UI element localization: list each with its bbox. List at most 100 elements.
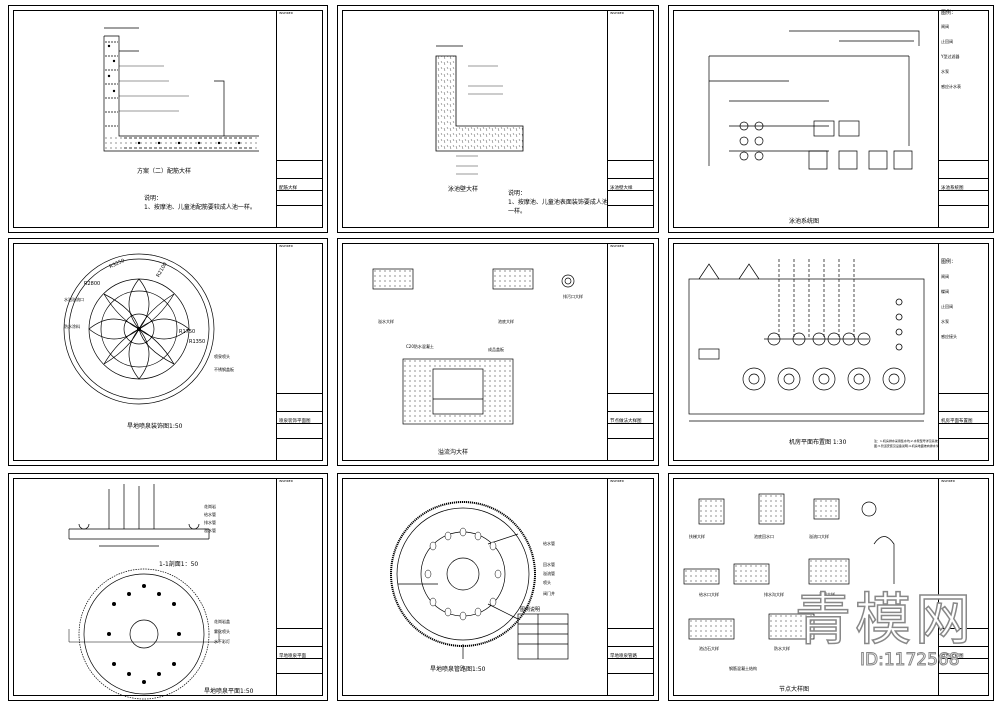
label-coping: 池边石大样: [699, 646, 719, 651]
label-waterproof: 防水涂料: [64, 324, 80, 329]
sheet-border: [13, 243, 323, 461]
label-cover: 不锈钢盖板: [214, 367, 234, 372]
tb-drawing-name: 泳池壁大样: [610, 186, 633, 191]
fountain-decoration-plan: [63, 253, 215, 405]
fountain-section-and-plan: [68, 484, 220, 700]
legend-item-5: 感应计水表: [941, 84, 961, 89]
legend-item-4: 水泵: [941, 319, 949, 324]
pool-wall-section: [435, 45, 524, 175]
label-r1350: R1350: [189, 339, 206, 345]
title-block: INSPIRED 节点做法大样图: [607, 243, 654, 461]
label-mist-nozzle: 雾化喷头: [214, 629, 230, 634]
drawing-title: 旱地喷泉平面1:50: [204, 688, 254, 695]
tb-drawing-name: 机房平面布置图: [941, 419, 973, 424]
legend-item-1: 闸阀: [941, 274, 949, 279]
tb-logo: INSPIRED: [610, 479, 625, 483]
label-overflow: 水池溢流口: [64, 297, 84, 302]
sheet-border: [342, 478, 654, 696]
machine-room-layout: [688, 259, 925, 422]
label-drain: 排水管: [204, 520, 216, 525]
title-block: 图例： 闸阀 蝶阀 止回阀 水泵 感应接头 机房平面布置图: [938, 243, 989, 461]
tb-logo: INSPIRED: [279, 11, 294, 15]
label-valve-well: 阀门井: [543, 591, 555, 596]
label-return-inlet: 池底回水口: [754, 534, 774, 539]
label-waterproof: 防水大样: [774, 646, 790, 651]
sheet-border: [13, 478, 323, 696]
tb-drawing-name: 旱地喷泉平面: [279, 654, 306, 659]
tb-drawing-name: 旱地喷泉管路: [610, 654, 637, 659]
rebar-detail-drawing: [103, 27, 259, 152]
drawing-sheet-5[interactable]: INSPIRED 节点做法大样图 溢水大样 池底大样 排污口大样 C20防水混凝…: [337, 238, 659, 466]
notes: 说明： 1、按摩池、儿童池表面装饰要成人池一样。: [508, 189, 608, 216]
pool-system-diagram: [708, 30, 920, 170]
drawing-sheet-2[interactable]: INSPIRED 泳池壁大样 泳池壁大样 说明： 1、按摩池、儿童池表面装饰要成…: [337, 5, 659, 233]
notes-heading: 说明：: [144, 195, 163, 202]
drawing-title: 泳池系统图: [789, 218, 820, 225]
drawing-title: 旱地喷泉装饰图1:50: [127, 423, 183, 430]
legend-item-2: 蝶阀: [941, 289, 949, 294]
tb-logo: INSPIRED: [279, 244, 294, 248]
tb-logo: INSPIRED: [610, 244, 625, 248]
drawing-title: 方案（二）配筋大样: [137, 168, 192, 175]
tb-drawing-name: 喷泉装饰平面图: [279, 419, 311, 424]
label-nozzle: 喷泉喷头: [214, 354, 230, 359]
drawing-sheet-9[interactable]: INSPIRED 节点大样图 扶梯大样 池底回水口 溢流口大样 给水口大样 排水…: [668, 473, 994, 701]
label-c20: C20防水混凝土: [406, 344, 434, 349]
image-id-watermark: ID:1172568: [860, 650, 961, 671]
legend-item-3: Y型过滤器: [941, 54, 960, 59]
label-overflow: 溢流口大样: [809, 534, 829, 539]
label-supply: 给水管: [543, 541, 555, 546]
label-nozzle: 喷头: [543, 580, 551, 585]
legend-item-1: 闸阀: [941, 24, 949, 29]
drawing-sheet-3[interactable]: 图例： 闸阀 止回阀 Y型过滤器 水泵 感应计水表 泳池系统图 泳池系统图: [668, 5, 994, 233]
label-overflow: 溢水管: [204, 528, 216, 533]
label-bottom: 池底大样: [498, 319, 514, 324]
drawing-title: 旱地喷泉管路图1:50: [430, 666, 486, 673]
drawing-sheet-8[interactable]: INSPIRED 旱地喷泉管路 给水管 回水管 溢流管 喷头 阀门井 图例说明 …: [337, 473, 659, 701]
drawing-sheet-4[interactable]: INSPIRED 喷泉装饰平面图 R3250 R2800 R2100 R1750…: [8, 238, 328, 466]
title-block: INSPIRED 配筋大样: [276, 10, 323, 228]
sheet-border: [673, 243, 989, 461]
sheet-border: [673, 478, 989, 696]
legend-item-2: 止回阀: [941, 39, 953, 44]
sheet-border: [342, 10, 654, 228]
sheet-border: [342, 243, 654, 461]
legend-heading: 图例说明: [520, 607, 541, 613]
notes-heading: 说明：: [508, 190, 527, 197]
drawing-sheet-7[interactable]: INSPIRED 旱地喷泉平面 1-1剖面1：50 花岗岩 给水管 排水管 溢水…: [8, 473, 328, 701]
title-block: 图例： 闸阀 止回阀 Y型过滤器 水泵 感应计水表 泳池系统图: [938, 10, 989, 228]
label-ladder: 扶梯大样: [689, 534, 705, 539]
label-granite: 花岗岩: [204, 504, 216, 509]
label-rc-structure: 钢筋混凝土结构: [729, 666, 757, 671]
section-title: 1-1剖面1：50: [159, 561, 199, 568]
drawing-title: 溢流沟大样: [438, 449, 469, 456]
title-block: INSPIRED 旱地喷泉管路: [607, 478, 654, 696]
tb-drawing-name: 节点做法大样图: [610, 419, 642, 424]
label-drain-trench: 排水沟大样: [764, 592, 784, 597]
legend-heading: 图例：: [941, 259, 957, 265]
label-drain: 排污口大样: [563, 294, 583, 299]
legend-item-4: 水泵: [941, 69, 949, 74]
node-details-sheet: [683, 493, 895, 640]
notes-body: 1、按摩池、儿童池表面装饰要成人池一样。: [508, 199, 608, 215]
label-supply: 给水管: [204, 512, 216, 517]
label-granite-cover: 花岗岩盖: [214, 619, 230, 624]
tb-logo: INSPIRED: [610, 11, 625, 15]
legend-item-3: 止回阀: [941, 304, 953, 309]
sheet-border: [13, 10, 323, 228]
title-block: INSPIRED 泳池壁大样: [607, 10, 654, 228]
label-cover: 成品盖板: [488, 347, 504, 352]
tb-drawing-name: 配筋大样: [279, 186, 297, 191]
title-block: INSPIRED 旱地喷泉平面: [276, 478, 323, 696]
label-r1750: R1750: [179, 329, 196, 335]
drawing-title: 机房平面布置图 1:30: [789, 439, 847, 446]
legend-item-5: 感应接头: [941, 334, 957, 339]
drawing-sheet-6[interactable]: 图例： 闸阀 蝶阀 止回阀 水泵 感应接头 机房平面布置图 机房平面布置图 1:…: [668, 238, 994, 466]
sheet-border: [673, 10, 989, 228]
label-pool-wall: 池壁大样: [819, 592, 835, 597]
drawing-sheet-1[interactable]: INSPIRED 配筋大样 方案（二）配筋大样 说明： 1、按摩池、儿童池配筋要…: [8, 5, 328, 233]
tb-logo: INSPIRED: [279, 479, 294, 483]
drawing-title: 泳池壁大样: [448, 186, 479, 193]
notes-body: 注：1.机房排水采用集水坑;2.水泵型号详见系统图;3.管道安装见设备说明;4.…: [874, 439, 939, 448]
label-supply-inlet: 给水口大样: [699, 592, 719, 597]
